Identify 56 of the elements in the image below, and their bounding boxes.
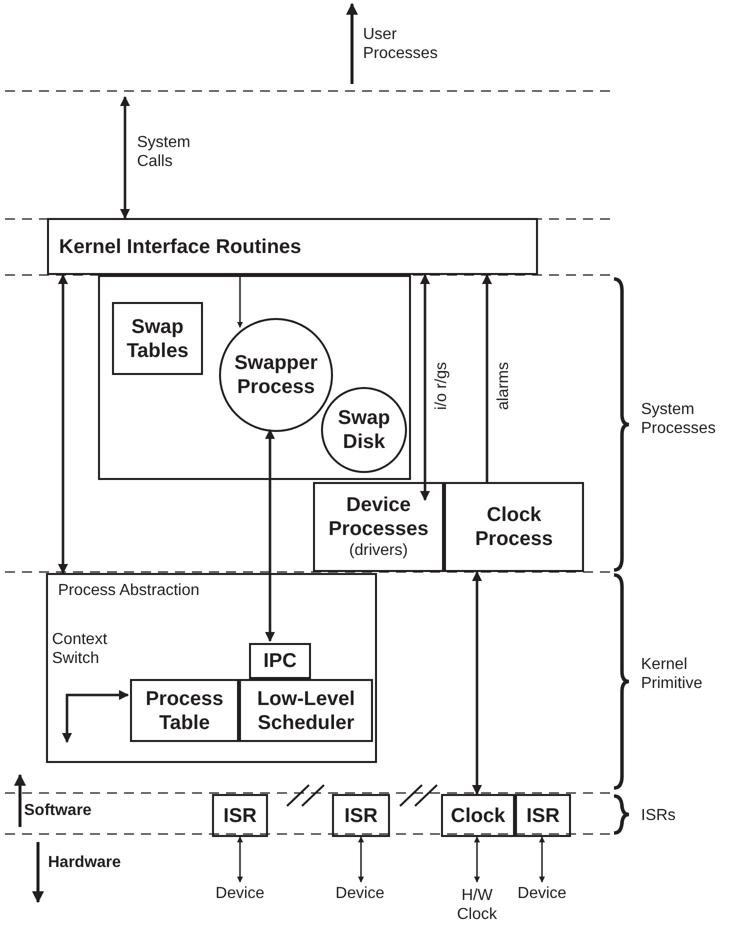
disk-circle	[321, 387, 407, 473]
edge-label: System Calls	[137, 133, 192, 172]
node-label: ISR	[223, 804, 257, 828]
node-label: Kernel Interface Routines	[59, 234, 302, 258]
arrow	[472, 571, 482, 795]
node-note: (drivers)	[349, 541, 408, 561]
isr-box	[441, 794, 515, 837]
arrow	[120, 96, 130, 219]
node-label: Swapper Process	[233, 351, 319, 399]
scheduler-box	[239, 679, 373, 742]
edge-label: Context Switch	[52, 630, 108, 668]
isr-box	[212, 794, 268, 837]
node-label: Device Processes	[327, 493, 430, 542]
arrow	[58, 274, 68, 574]
process-circle	[219, 318, 333, 432]
arrow	[237, 275, 243, 328]
arrow	[237, 836, 243, 883]
node-label: Device	[518, 884, 566, 904]
node-label: Process Table	[144, 686, 224, 734]
arrow	[420, 274, 430, 501]
arrow	[265, 428, 275, 642]
section-label: System Processes	[641, 400, 717, 438]
node-label: Low-Level Scheduler	[256, 686, 356, 734]
node-label: Swap Tables	[126, 314, 190, 362]
swapper-area-box	[98, 275, 411, 480]
arrow	[62, 690, 129, 743]
process-box	[444, 482, 584, 572]
abstraction-box	[46, 573, 377, 763]
edge-label: alarms	[494, 362, 513, 410]
node-label: Clock Process	[474, 503, 554, 551]
node-label: IPC	[263, 649, 297, 673]
node-label: Device	[216, 884, 264, 904]
layer-label: Hardware	[48, 853, 122, 872]
section-label: Kernel Primitive	[641, 655, 704, 694]
node-label: Swap Disk	[336, 406, 392, 454]
ipc-box	[249, 643, 311, 679]
section-label: ISRs	[641, 806, 677, 826]
node-label: ISR	[344, 804, 378, 828]
table-box	[130, 679, 239, 742]
isr-box	[515, 794, 571, 837]
edge-label: i/o r/gs	[432, 362, 451, 410]
arrow	[474, 836, 480, 883]
interface-box	[47, 218, 538, 275]
node-label: Device	[336, 884, 384, 904]
node-label: Process Abstraction	[58, 581, 200, 600]
process-box	[313, 482, 444, 572]
isr-box	[332, 794, 390, 837]
arrow	[358, 836, 364, 883]
section-label: User Processes	[363, 25, 439, 64]
arrow	[539, 836, 545, 883]
layer-label: Software	[24, 801, 93, 820]
node-label: ISR	[526, 804, 560, 828]
table-box	[112, 302, 203, 375]
arrow	[482, 274, 492, 482]
node-label: Clock	[450, 804, 506, 828]
node-label: H/W Clock	[456, 886, 498, 924]
